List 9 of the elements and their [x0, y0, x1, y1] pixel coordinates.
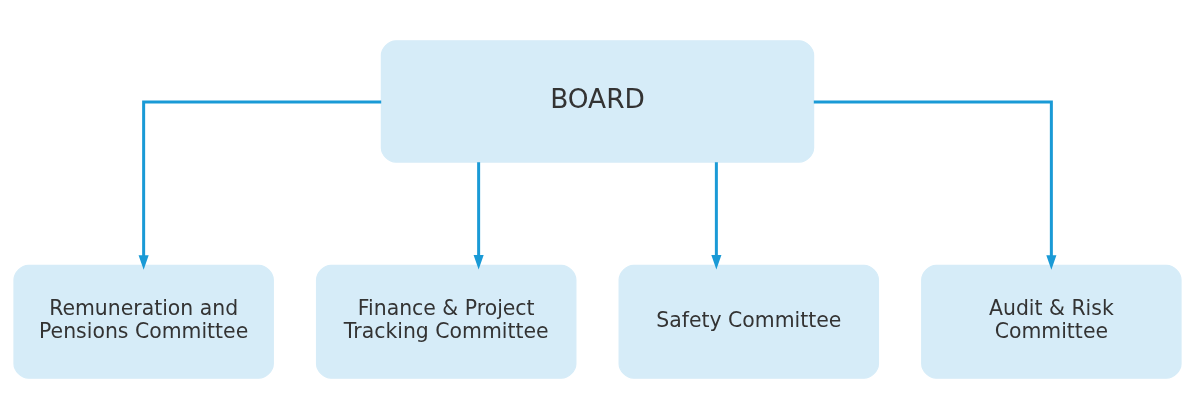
arrow	[813, 100, 1057, 270]
node-box: Audit & Risk Committee	[921, 264, 1182, 379]
node-box: Finance & Project Tracking Committee	[315, 264, 577, 379]
node-box: BOARD	[380, 40, 815, 163]
node-box: Remuneration and Pensions Committee	[13, 264, 274, 379]
arrow	[473, 162, 484, 270]
arrow	[138, 100, 382, 270]
arrow	[711, 162, 722, 270]
node-box: Safety Committee	[618, 264, 880, 379]
